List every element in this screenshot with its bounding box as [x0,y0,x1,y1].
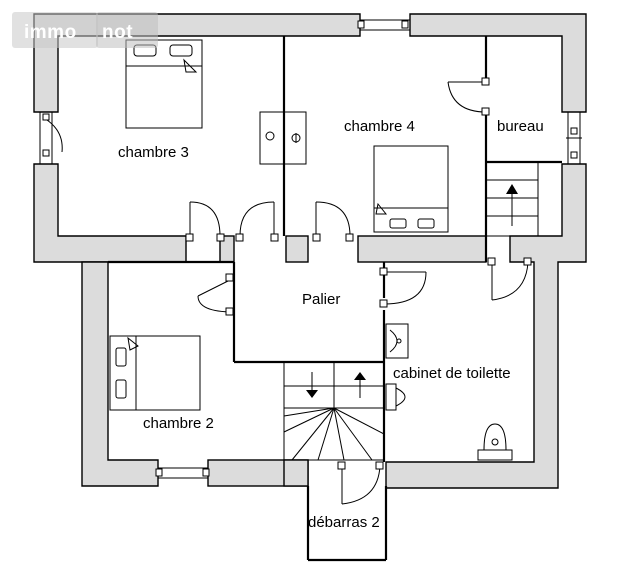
watermark-part1: immo [24,22,77,43]
sink [385,323,409,359]
bed-chambre4 [373,145,449,233]
wall-debarras-left [283,459,309,487]
stairs-main [283,361,385,461]
bidet [385,383,406,411]
label-bureau: bureau [497,118,544,135]
room-labels: chambre 3 chambre 4 bureau Palier chambr… [118,118,544,531]
wall-mid-b [285,235,309,263]
stairs-bureau [485,161,539,237]
doors [185,77,532,505]
label-cabinet: cabinet de toilette [393,365,511,382]
windows [39,19,582,479]
wall-ch4-bottom [357,235,487,263]
wall-left-ch3 [33,163,187,263]
exterior-walls [33,13,587,489]
label-debarras: débarras 2 [308,514,380,531]
toilet [477,423,513,461]
watermark-part2: not [102,22,133,43]
label-chambre4: chambre 4 [344,118,415,135]
wall-top-right [409,13,587,113]
shelf-unit [259,111,307,165]
wall-left-ch2 [81,261,159,487]
label-chambre3: chambre 3 [118,144,189,161]
watermark-logo: immo not [12,12,158,48]
label-chambre2: chambre 2 [143,415,214,432]
bed-chambre2 [109,335,201,411]
bed-chambre3 [125,39,203,129]
label-palier: Palier [302,291,340,308]
